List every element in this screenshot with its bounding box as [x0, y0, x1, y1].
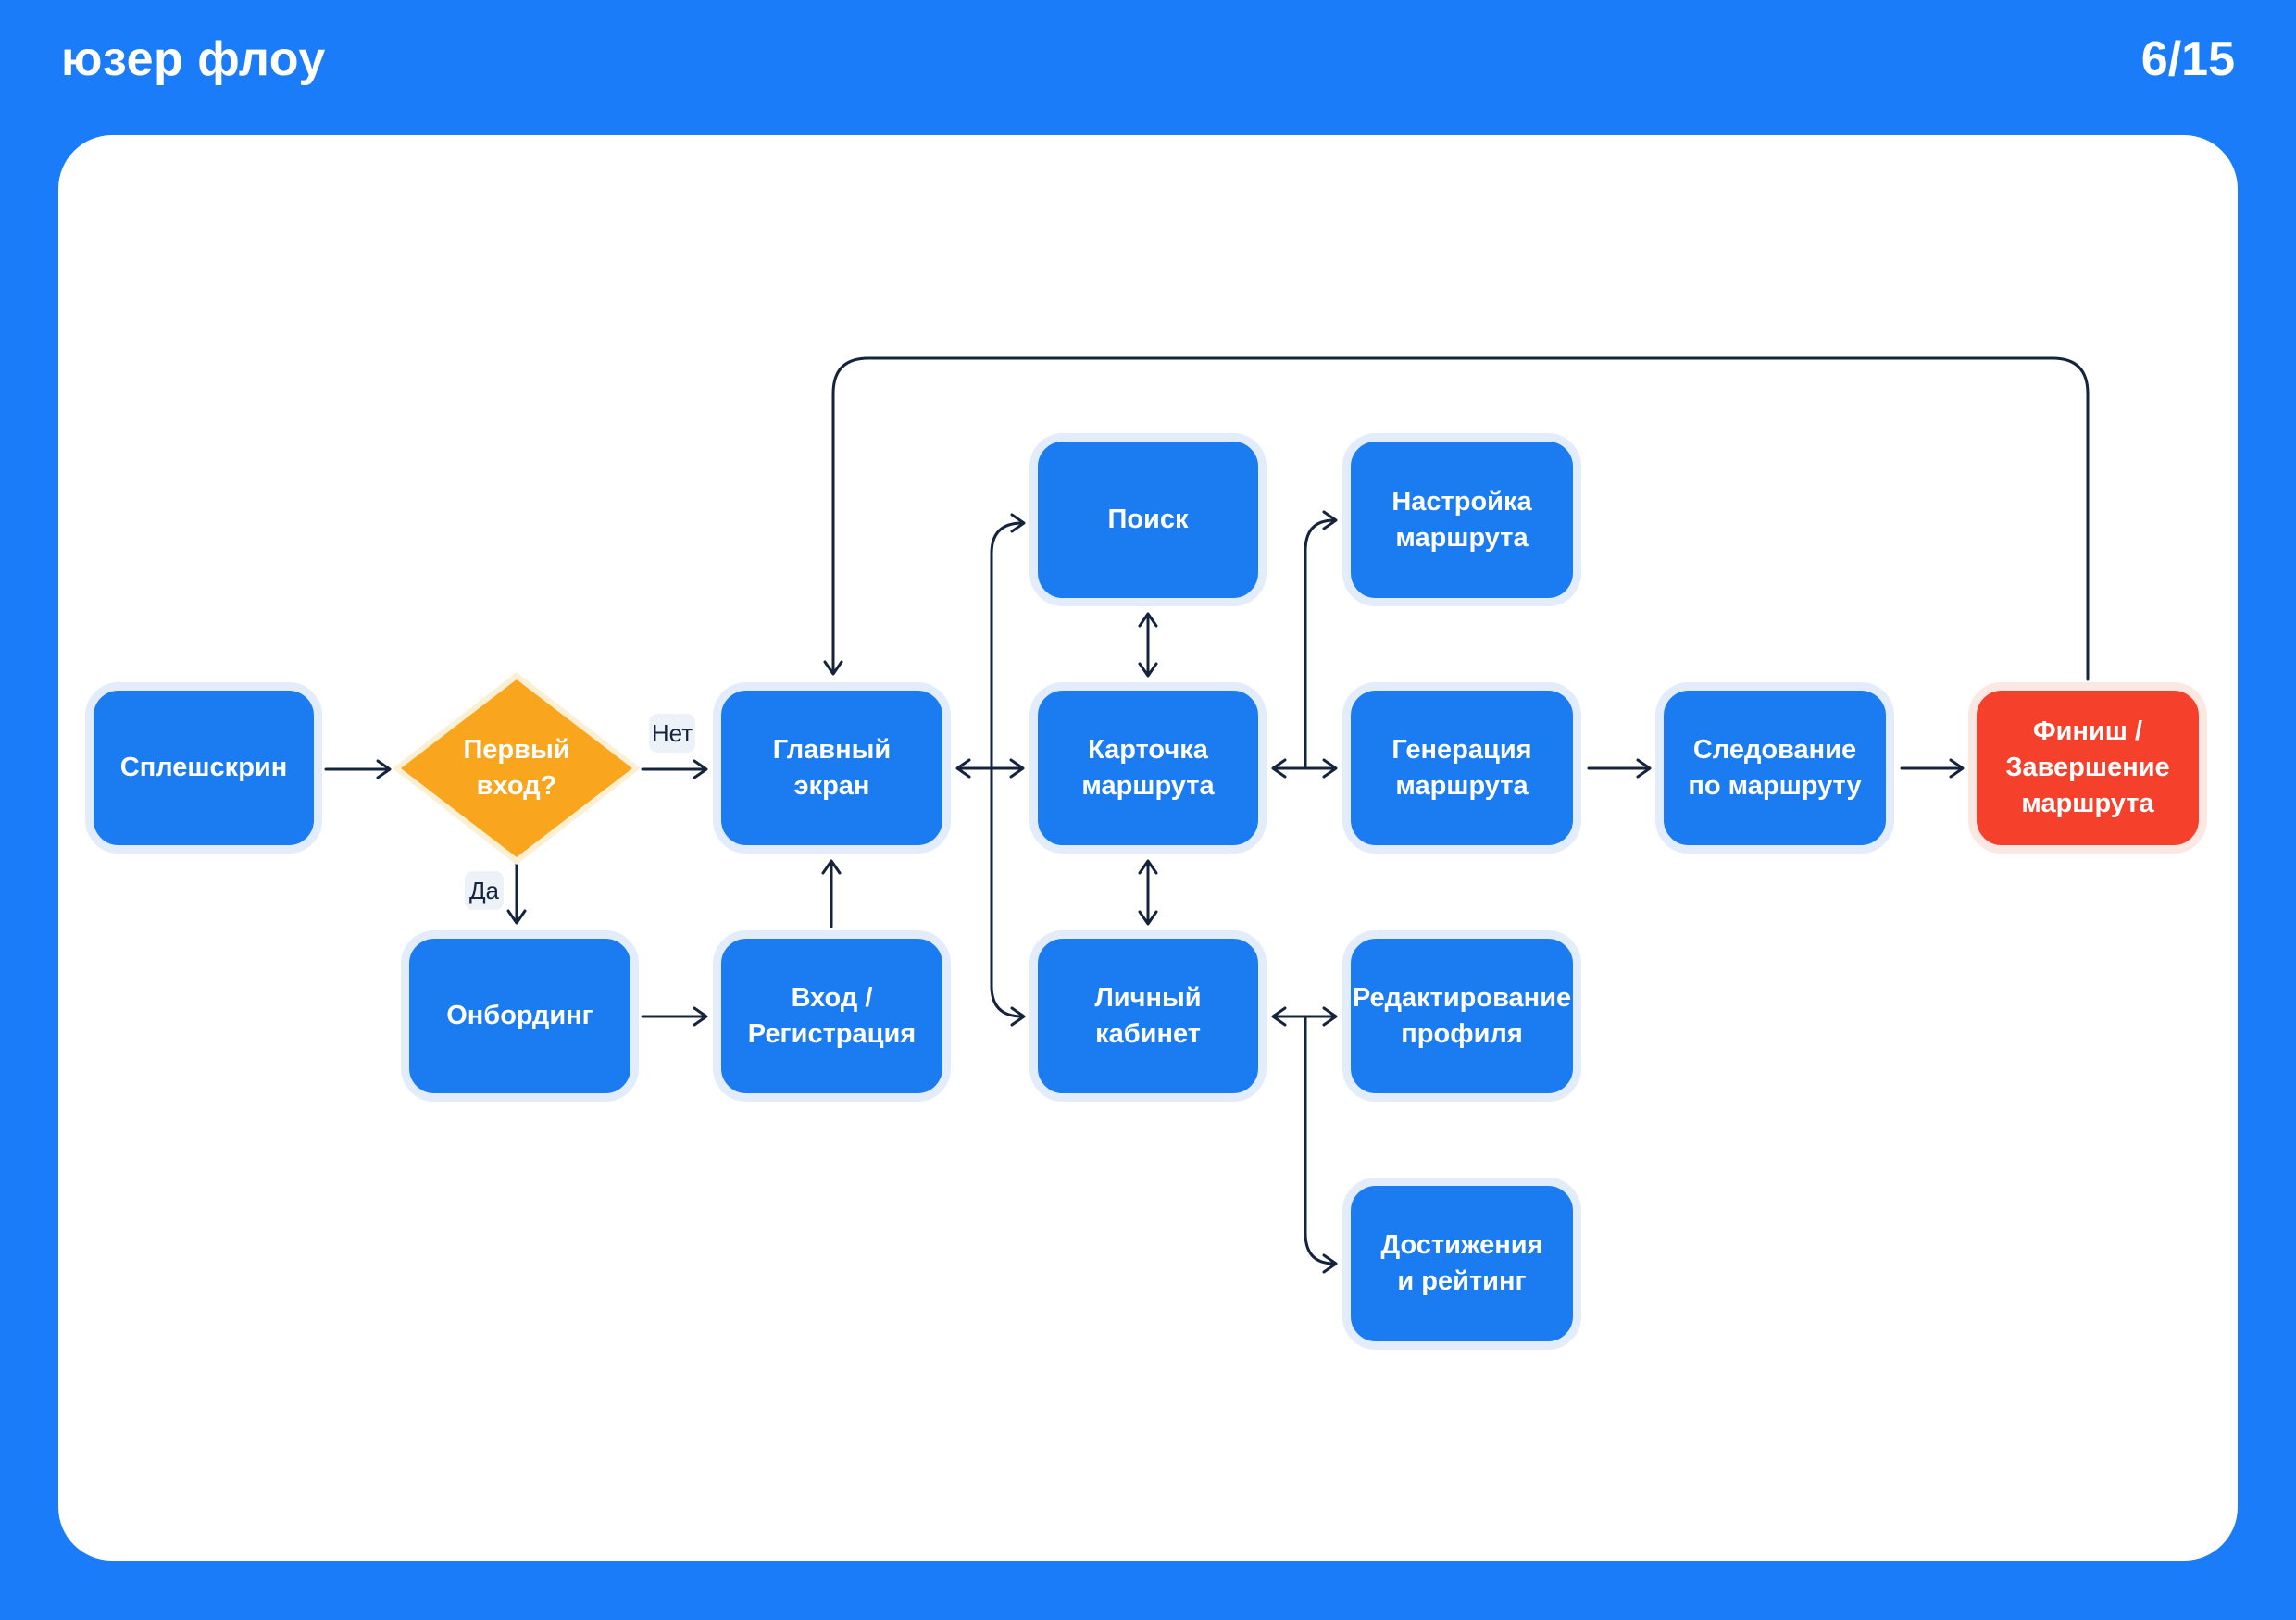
node-personal-account[interactable]: Личный кабинет: [1029, 930, 1267, 1102]
node-main-screen[interactable]: Главный экран: [713, 682, 951, 854]
node-profile-editing-label: Редактирование профиля: [1352, 982, 1572, 1049]
edge-label-no: Нет: [649, 714, 695, 753]
node-search[interactable]: Поиск: [1029, 433, 1267, 606]
node-first-visit-decision-label: Первый вход?: [463, 735, 570, 801]
page-counter: 6/15: [2140, 32, 2235, 86]
node-route-generation[interactable]: Генерация маршрута: [1342, 682, 1581, 854]
node-route-setup-label: Настройка маршрута: [1391, 486, 1532, 553]
node-onboarding-label: Онбординг: [446, 1001, 593, 1030]
edge-label-no-text: Нет: [651, 718, 693, 747]
node-route-card-label: Карточка маршрута: [1081, 734, 1215, 801]
node-profile-editing[interactable]: Редактирование профиля: [1342, 930, 1581, 1102]
node-finish-route-completion-label: Финиш / Завершение маршрута: [2005, 717, 2170, 818]
node-route-following[interactable]: Следование по маршруту: [1655, 682, 1894, 854]
node-personal-account-label: Личный кабинет: [1094, 982, 1202, 1049]
node-route-setup[interactable]: Настройка маршрута: [1342, 433, 1581, 606]
node-route-generation-label: Генерация маршрута: [1391, 734, 1532, 801]
node-splash-screen[interactable]: Сплешскрин: [85, 682, 322, 854]
node-onboarding[interactable]: Онбординг: [401, 930, 639, 1102]
node-signin-registration-label: Вход / Регистрация: [747, 982, 917, 1049]
edge-label-yes-text: Да: [468, 876, 500, 904]
node-achievements-rating-label: Достижения и рейтинг: [1380, 1230, 1543, 1296]
page-title: юзер флоу: [61, 32, 326, 86]
edge-label-yes: Да: [465, 871, 504, 910]
node-main-screen-label: Главный экран: [772, 734, 892, 801]
node-finish-route-completion[interactable]: Финиш / Завершение маршрута: [1968, 682, 2207, 854]
node-route-card[interactable]: Карточка маршрута: [1029, 682, 1267, 854]
node-search-label: Поиск: [1107, 505, 1189, 534]
node-route-following-label: Следование по маршруту: [1688, 734, 1862, 801]
node-achievements-rating[interactable]: Достижения и рейтинг: [1342, 1178, 1581, 1350]
node-splash-screen-label: Сплешскрин: [119, 753, 288, 782]
node-signin-registration[interactable]: Вход / Регистрация: [713, 930, 951, 1102]
